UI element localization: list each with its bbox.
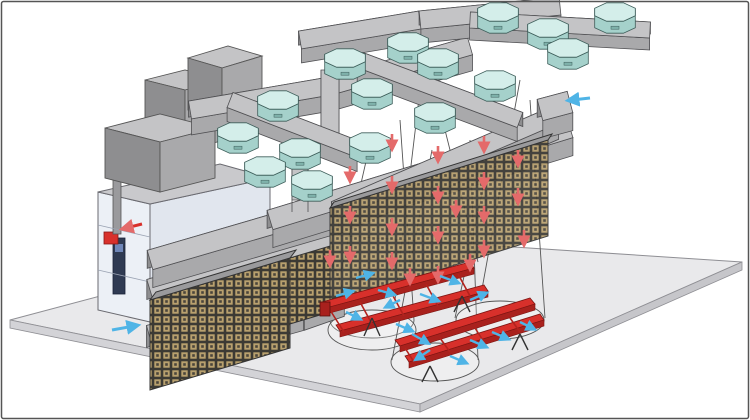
filter-unit	[244, 156, 286, 188]
control-panel-screen	[115, 244, 123, 252]
heater-flow-arrow-icon	[118, 218, 143, 234]
filter-unit-top	[244, 156, 286, 176]
filter-unit-top	[387, 32, 429, 52]
filter-unit	[594, 2, 636, 34]
filter-unit-latch	[273, 113, 283, 118]
filter-unit-top	[417, 48, 459, 68]
filter-unit-latch	[490, 93, 500, 98]
airflow-sweep-arrow-icon	[469, 290, 490, 302]
filter-unit-top	[217, 122, 259, 142]
filter-unit-top	[291, 170, 333, 190]
duct-top	[536, 90, 574, 122]
filter-unit-top	[477, 2, 519, 22]
filter-unit-latch	[233, 145, 243, 150]
airflow-sweep-arrow-icon	[519, 319, 538, 331]
filter-unit-latch	[563, 61, 573, 66]
airflow-sweep-arrow-icon	[335, 287, 356, 300]
booth-panel-seam	[97, 269, 151, 283]
airflow-sweep-arrow-icon	[382, 297, 401, 309]
filter-unit-latch	[260, 179, 270, 184]
filter-unit	[291, 170, 333, 202]
filter-unit-latch	[295, 161, 305, 166]
filter-unit	[257, 90, 299, 122]
airflow-sweep-arrow-icon	[345, 309, 364, 321]
air-filter-units	[217, 2, 636, 202]
filter-unit-top	[351, 78, 393, 98]
airflow-arrows	[323, 134, 538, 366]
airflow-sweep-arrow-icon	[491, 330, 512, 342]
filter-walls	[148, 133, 554, 391]
filter-wall-top	[148, 249, 298, 301]
conveyor-end-cap	[319, 301, 331, 317]
airflow-sweep-arrow-icon	[413, 349, 431, 362]
filter-unit-top	[349, 132, 391, 152]
filter-unit-latch	[493, 25, 503, 30]
duct-segment	[356, 51, 524, 143]
filter-unit-top	[324, 48, 366, 68]
filter-unit	[417, 48, 459, 80]
filter-unit-top	[414, 102, 456, 122]
filter-unit-top	[279, 138, 321, 158]
conveyor-beam	[399, 303, 536, 353]
filter-unit	[351, 78, 393, 110]
airflow-sweep-arrow-icon	[439, 274, 462, 286]
filter-unit-top	[257, 90, 299, 110]
conveyor-stands	[363, 295, 529, 383]
airflow-sweep-arrow-icon	[419, 292, 442, 304]
filter-unit-latch	[430, 125, 440, 130]
filter-unit-top	[594, 2, 636, 22]
airflow-sweep-arrow-icon	[395, 322, 416, 334]
filter-unit-latch	[610, 25, 620, 30]
filter-unit-latch	[403, 55, 413, 60]
filter-unit-top	[527, 18, 569, 38]
filter-unit-top	[474, 70, 516, 90]
floor-right-edge	[419, 261, 743, 413]
filter-unit	[324, 48, 366, 80]
airflow-sweep-arrow-icon	[449, 354, 470, 366]
duct-top	[298, 10, 422, 50]
heater-unit	[103, 231, 119, 245]
filter-unit-latch	[433, 71, 443, 76]
airflow-inlet-arrow-icon	[564, 91, 591, 107]
filter-unit	[349, 132, 391, 164]
filter-unit-top	[547, 38, 589, 58]
filter-unit-latch	[307, 193, 317, 198]
airflow-sweep-arrow-icon	[411, 332, 432, 345]
filter-unit	[414, 102, 456, 134]
filter-unit-latch	[367, 101, 377, 106]
airflow-sweep-arrow-icon	[469, 338, 490, 350]
filter-unit	[217, 122, 259, 154]
filter-unit-latch	[340, 71, 350, 76]
airflow-inlet-arrow-icon	[111, 319, 142, 335]
airflow-sweep-arrow-icon	[355, 269, 376, 282]
filter-unit	[474, 70, 516, 102]
air-inlets	[111, 91, 591, 335]
airflow-sweep-arrow-icon	[377, 286, 398, 299]
filter-unit	[547, 38, 589, 70]
duct-segment	[536, 90, 574, 140]
filter-unit	[279, 138, 321, 170]
filter-unit	[477, 2, 519, 34]
filter-unit-latch	[365, 155, 375, 160]
